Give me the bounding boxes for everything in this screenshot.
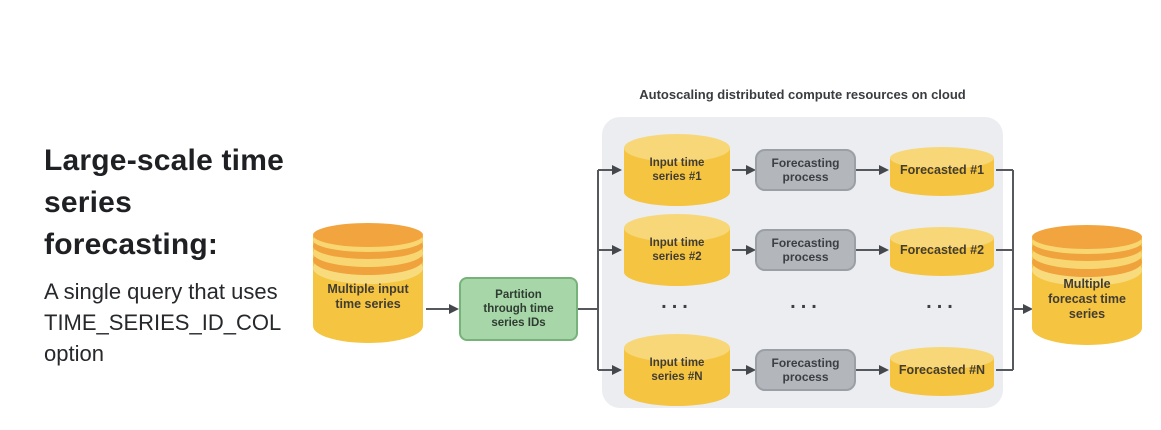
label-line: forecast time bbox=[1048, 292, 1126, 306]
process-label-line: process bbox=[782, 370, 829, 384]
arrowheads bbox=[449, 165, 1033, 375]
body-line: TIME_SERIES_ID_COL bbox=[44, 310, 282, 335]
partition-box: Partition through time series IDs bbox=[459, 277, 578, 341]
label-line: Forecasted #N bbox=[898, 363, 986, 377]
multiple-input-db: Multiple input time series bbox=[311, 220, 425, 348]
forecasting-process-row1: Forecasting process bbox=[755, 149, 856, 191]
partition-label-line: series IDs bbox=[491, 317, 546, 329]
ellipsis-forecast-column: ... bbox=[926, 291, 958, 313]
label-line: series #N bbox=[651, 371, 703, 383]
body-line: A single query that uses bbox=[44, 279, 278, 304]
multiple-input-db-label: Multiple input time series bbox=[311, 282, 425, 312]
forecasted-db-row2-label: Forecasted #2 bbox=[888, 243, 996, 257]
label-line: Input time bbox=[649, 237, 705, 249]
process-label-line: Forecasting bbox=[771, 235, 840, 250]
label-line: Multiple bbox=[1063, 277, 1111, 291]
ellipsis-process-column: ... bbox=[790, 291, 822, 313]
label-line: Multiple input bbox=[327, 282, 409, 296]
forecasted-db-row1: Forecasted #1 bbox=[888, 145, 996, 201]
label-line: Forecasted #2 bbox=[899, 243, 985, 257]
process-label-line: Forecasting bbox=[771, 355, 840, 370]
forecasting-process-rowN: Forecasting process bbox=[755, 349, 856, 391]
label-line: Forecasted #1 bbox=[899, 163, 985, 177]
input-db-row1-label: Input time series #1 bbox=[622, 156, 732, 184]
intro-body: A single query that uses TIME_SERIES_ID_… bbox=[44, 276, 329, 369]
label-line: time series bbox=[335, 297, 401, 311]
intro-text: Large-scale time series forecasting: A s… bbox=[44, 140, 329, 369]
intro-heading: Large-scale time series forecasting: bbox=[44, 140, 329, 266]
heading-line: series bbox=[44, 186, 132, 219]
multiple-forecast-db-label: Multiple forecast time series bbox=[1030, 277, 1144, 322]
forecasted-db-rowN: Forecasted #N bbox=[888, 345, 996, 401]
input-db-row1: Input time series #1 bbox=[622, 132, 732, 210]
forecasted-db-row1-label: Forecasted #1 bbox=[888, 163, 996, 177]
label-line: series bbox=[1068, 307, 1106, 321]
forecasting-process-row2: Forecasting process bbox=[755, 229, 856, 271]
multiple-forecast-db: Multiple forecast time series bbox=[1030, 222, 1144, 350]
label-line: Input time bbox=[649, 157, 705, 169]
forecasted-db-rowN-label: Forecasted #N bbox=[888, 363, 996, 377]
body-line: option bbox=[44, 341, 104, 366]
label-line: series #1 bbox=[652, 171, 702, 183]
heading-line: forecasting: bbox=[44, 228, 219, 261]
heading-line: Large-scale time bbox=[44, 144, 284, 177]
label-line: Input time bbox=[649, 357, 705, 369]
compute-panel-title: Autoscaling distributed compute resource… bbox=[639, 87, 966, 102]
process-label-line: Forecasting bbox=[771, 155, 840, 170]
ellipsis-input-column: ... bbox=[661, 291, 693, 313]
input-db-rowN-label: Input time series #N bbox=[622, 356, 732, 384]
process-label-line: process bbox=[782, 170, 829, 184]
input-db-row2: Input time series #2 bbox=[622, 212, 732, 290]
input-db-rowN: Input time series #N bbox=[622, 332, 732, 410]
partition-label-line: Partition bbox=[495, 289, 542, 301]
forecasted-db-row2: Forecasted #2 bbox=[888, 225, 996, 281]
label-line: series #2 bbox=[652, 251, 702, 263]
input-db-row2-label: Input time series #2 bbox=[622, 236, 732, 264]
partition-label-line: through time bbox=[483, 303, 554, 315]
process-label-line: process bbox=[782, 250, 829, 264]
